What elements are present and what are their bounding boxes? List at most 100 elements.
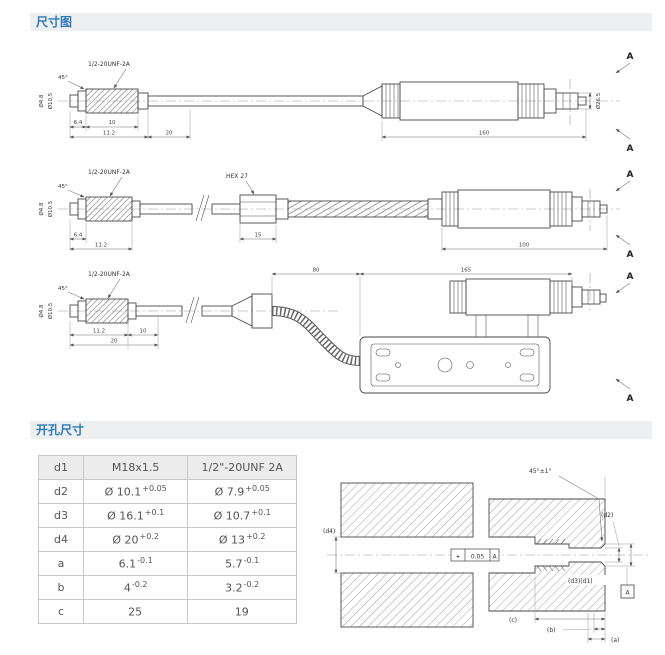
hole-cross-section: (d4) 45°±1° (d2) (d3)(d1) — [323, 459, 653, 655]
position-tolerance-value: 0.05 — [471, 554, 485, 561]
svg-text:A: A — [627, 250, 634, 260]
cell-value: Ø 10.7+0.1 — [187, 503, 297, 528]
plate-hole — [437, 357, 453, 373]
thread-leader — [109, 176, 123, 197]
break-symbol — [195, 194, 210, 222]
thread-section — [85, 196, 133, 222]
bottom-dimensions: 6.4 10 11.2 20 160 — [69, 109, 587, 141]
table-row: a 6.1-0.1 5.7-0.1 — [38, 551, 297, 576]
dim-label: 160 — [479, 131, 490, 137]
thread-leader — [113, 68, 127, 89]
d2-dimension: (d2) — [601, 512, 623, 563]
section-header-dimensions: 尺寸图 — [30, 13, 652, 31]
connector — [571, 286, 607, 308]
section-marker-a: A A — [615, 52, 634, 154]
cell-value: Ø 13+0.2 — [187, 527, 297, 552]
thread-section — [85, 88, 139, 114]
dia-label: Ø4.8 — [38, 202, 45, 216]
housing-body — [465, 278, 551, 316]
table-row: b 4-0.2 3.2-0.2 — [38, 575, 297, 600]
dim-label: 11.2 — [93, 329, 105, 335]
row-label: b — [38, 575, 84, 600]
cell-value: 4-0.2 — [82, 575, 189, 600]
svg-text:A: A — [627, 394, 634, 404]
dimension-drawings: 1/2-20UNF-2A 45° Ø4.8 Ø10.5 Ø26.5 6.4 10… — [0, 31, 665, 407]
table-row: d2 Ø 10.1+0.05 Ø 7.9+0.05 — [38, 479, 297, 504]
row-label: c — [38, 599, 84, 624]
d3-d1-dimension: (d3)(d1) — [566, 543, 635, 585]
hex-label: HEX 27 — [226, 173, 248, 180]
stem — [135, 305, 183, 317]
dim-label: 20 — [111, 339, 118, 345]
hole-size-table: d1 M18x1.5 1/2"-20UNF 2A d2 Ø 10.1+0.05 … — [38, 455, 297, 624]
hex-coupling — [239, 194, 277, 224]
bottom-dimensions: 11.2 10 20 — [69, 317, 159, 349]
cell-value: Ø 7.9+0.05 — [187, 479, 297, 504]
datum-letter: A — [625, 590, 630, 597]
section-header-hole: 开孔尺寸 — [30, 421, 652, 439]
dim-label: (d4) — [323, 528, 335, 535]
dia-label: Ø10.5 — [47, 200, 54, 217]
flexible-conduit — [271, 306, 361, 366]
break-symbol — [185, 296, 200, 324]
position-symbol: ⌖ — [456, 554, 460, 561]
dim-label: 100 — [519, 243, 530, 249]
position-tolerance-frame: ⌖ 0.05 A — [450, 548, 500, 562]
datum-flag: A — [620, 567, 635, 599]
plate-screw — [505, 362, 511, 368]
dia-label: Ø4.8 — [38, 304, 45, 318]
angle-leader — [67, 189, 85, 198]
row-label: a — [38, 551, 84, 576]
cell-value: Ø 20+0.2 — [82, 527, 189, 552]
hole-cross-section-drawing: (d4) 45°±1° (d2) (d3)(d1) — [323, 468, 649, 644]
table-header-row: d1 M18x1.5 1/2"-20UNF 2A — [38, 455, 297, 480]
dim-label: (b) — [547, 627, 556, 634]
cell-value: 3.2-0.2 — [187, 575, 297, 600]
hex-leader — [245, 180, 255, 195]
chamfer-angle-label: 45° — [58, 286, 68, 292]
stem — [139, 203, 193, 215]
cell-value: Ø 10.1+0.05 — [82, 479, 189, 504]
dim-label: 165 — [461, 268, 472, 274]
thread-spec-label: 1/2-20UNF-2A — [88, 271, 131, 278]
connector — [571, 196, 608, 222]
position-datum-ref: A — [492, 554, 497, 561]
thread-leader — [107, 278, 121, 299]
plate-screw — [395, 362, 401, 368]
thread-spec-label: 1/2-20UNF-2A — [88, 169, 131, 176]
col-header-unf: 1/2"-20UNF 2A — [187, 455, 297, 480]
mounting-slot — [519, 348, 535, 357]
table-row: d3 Ø 16.1+0.1 Ø 10.7+0.1 — [38, 503, 297, 528]
dia-label: Ø10.5 — [47, 92, 54, 109]
section-marker-a: A A — [615, 170, 634, 260]
row-label: d4 — [38, 527, 84, 552]
section-title-dimensions: 尺寸图 — [36, 15, 73, 29]
sectioned-material-right — [488, 498, 606, 612]
dim-label: 20 — [166, 131, 173, 137]
dia-label: Ø10.5 — [47, 302, 54, 319]
section-marker-a: A A — [615, 272, 634, 404]
svg-text:A: A — [627, 144, 634, 154]
thread-spec-label: 1/2-20UNF-2A — [88, 61, 131, 68]
d4-dimension: (d4) — [323, 528, 341, 574]
dim-label: 10 — [140, 329, 147, 335]
angle-callout: 45°±1° — [529, 468, 604, 542]
sensor-drawing-flexible: HEX 27 1/2-20UNF-2A 45° Ø4.8 Ø10.5 — [38, 169, 634, 260]
chamfer-angle-label: 45° — [58, 184, 68, 190]
svg-text:A: A — [627, 170, 634, 180]
bottom-dimensions: 6.4 15 11.2 100 — [69, 215, 608, 251]
dim-label: 11.2 — [95, 243, 107, 249]
cell-value: 19 — [187, 599, 297, 624]
dim-label: 6.4 — [74, 233, 83, 239]
dim-label: 15 — [255, 233, 262, 239]
table-row: d4 Ø 20+0.2 Ø 13+0.2 — [38, 527, 297, 552]
hole-size-section: d1 M18x1.5 1/2"-20UNF 2A d2 Ø 10.1+0.05 … — [0, 439, 665, 655]
sectioned-material-left — [340, 482, 474, 628]
table-row: c 25 19 — [38, 599, 297, 624]
housing-front-ribs — [449, 280, 467, 314]
dim-label: 10 — [109, 120, 116, 126]
dia-label: Ø26.5 — [595, 92, 602, 109]
dim-label: (c) — [509, 617, 517, 624]
housing-rear-ribs — [549, 280, 573, 314]
housing-front-ribs — [381, 83, 401, 119]
